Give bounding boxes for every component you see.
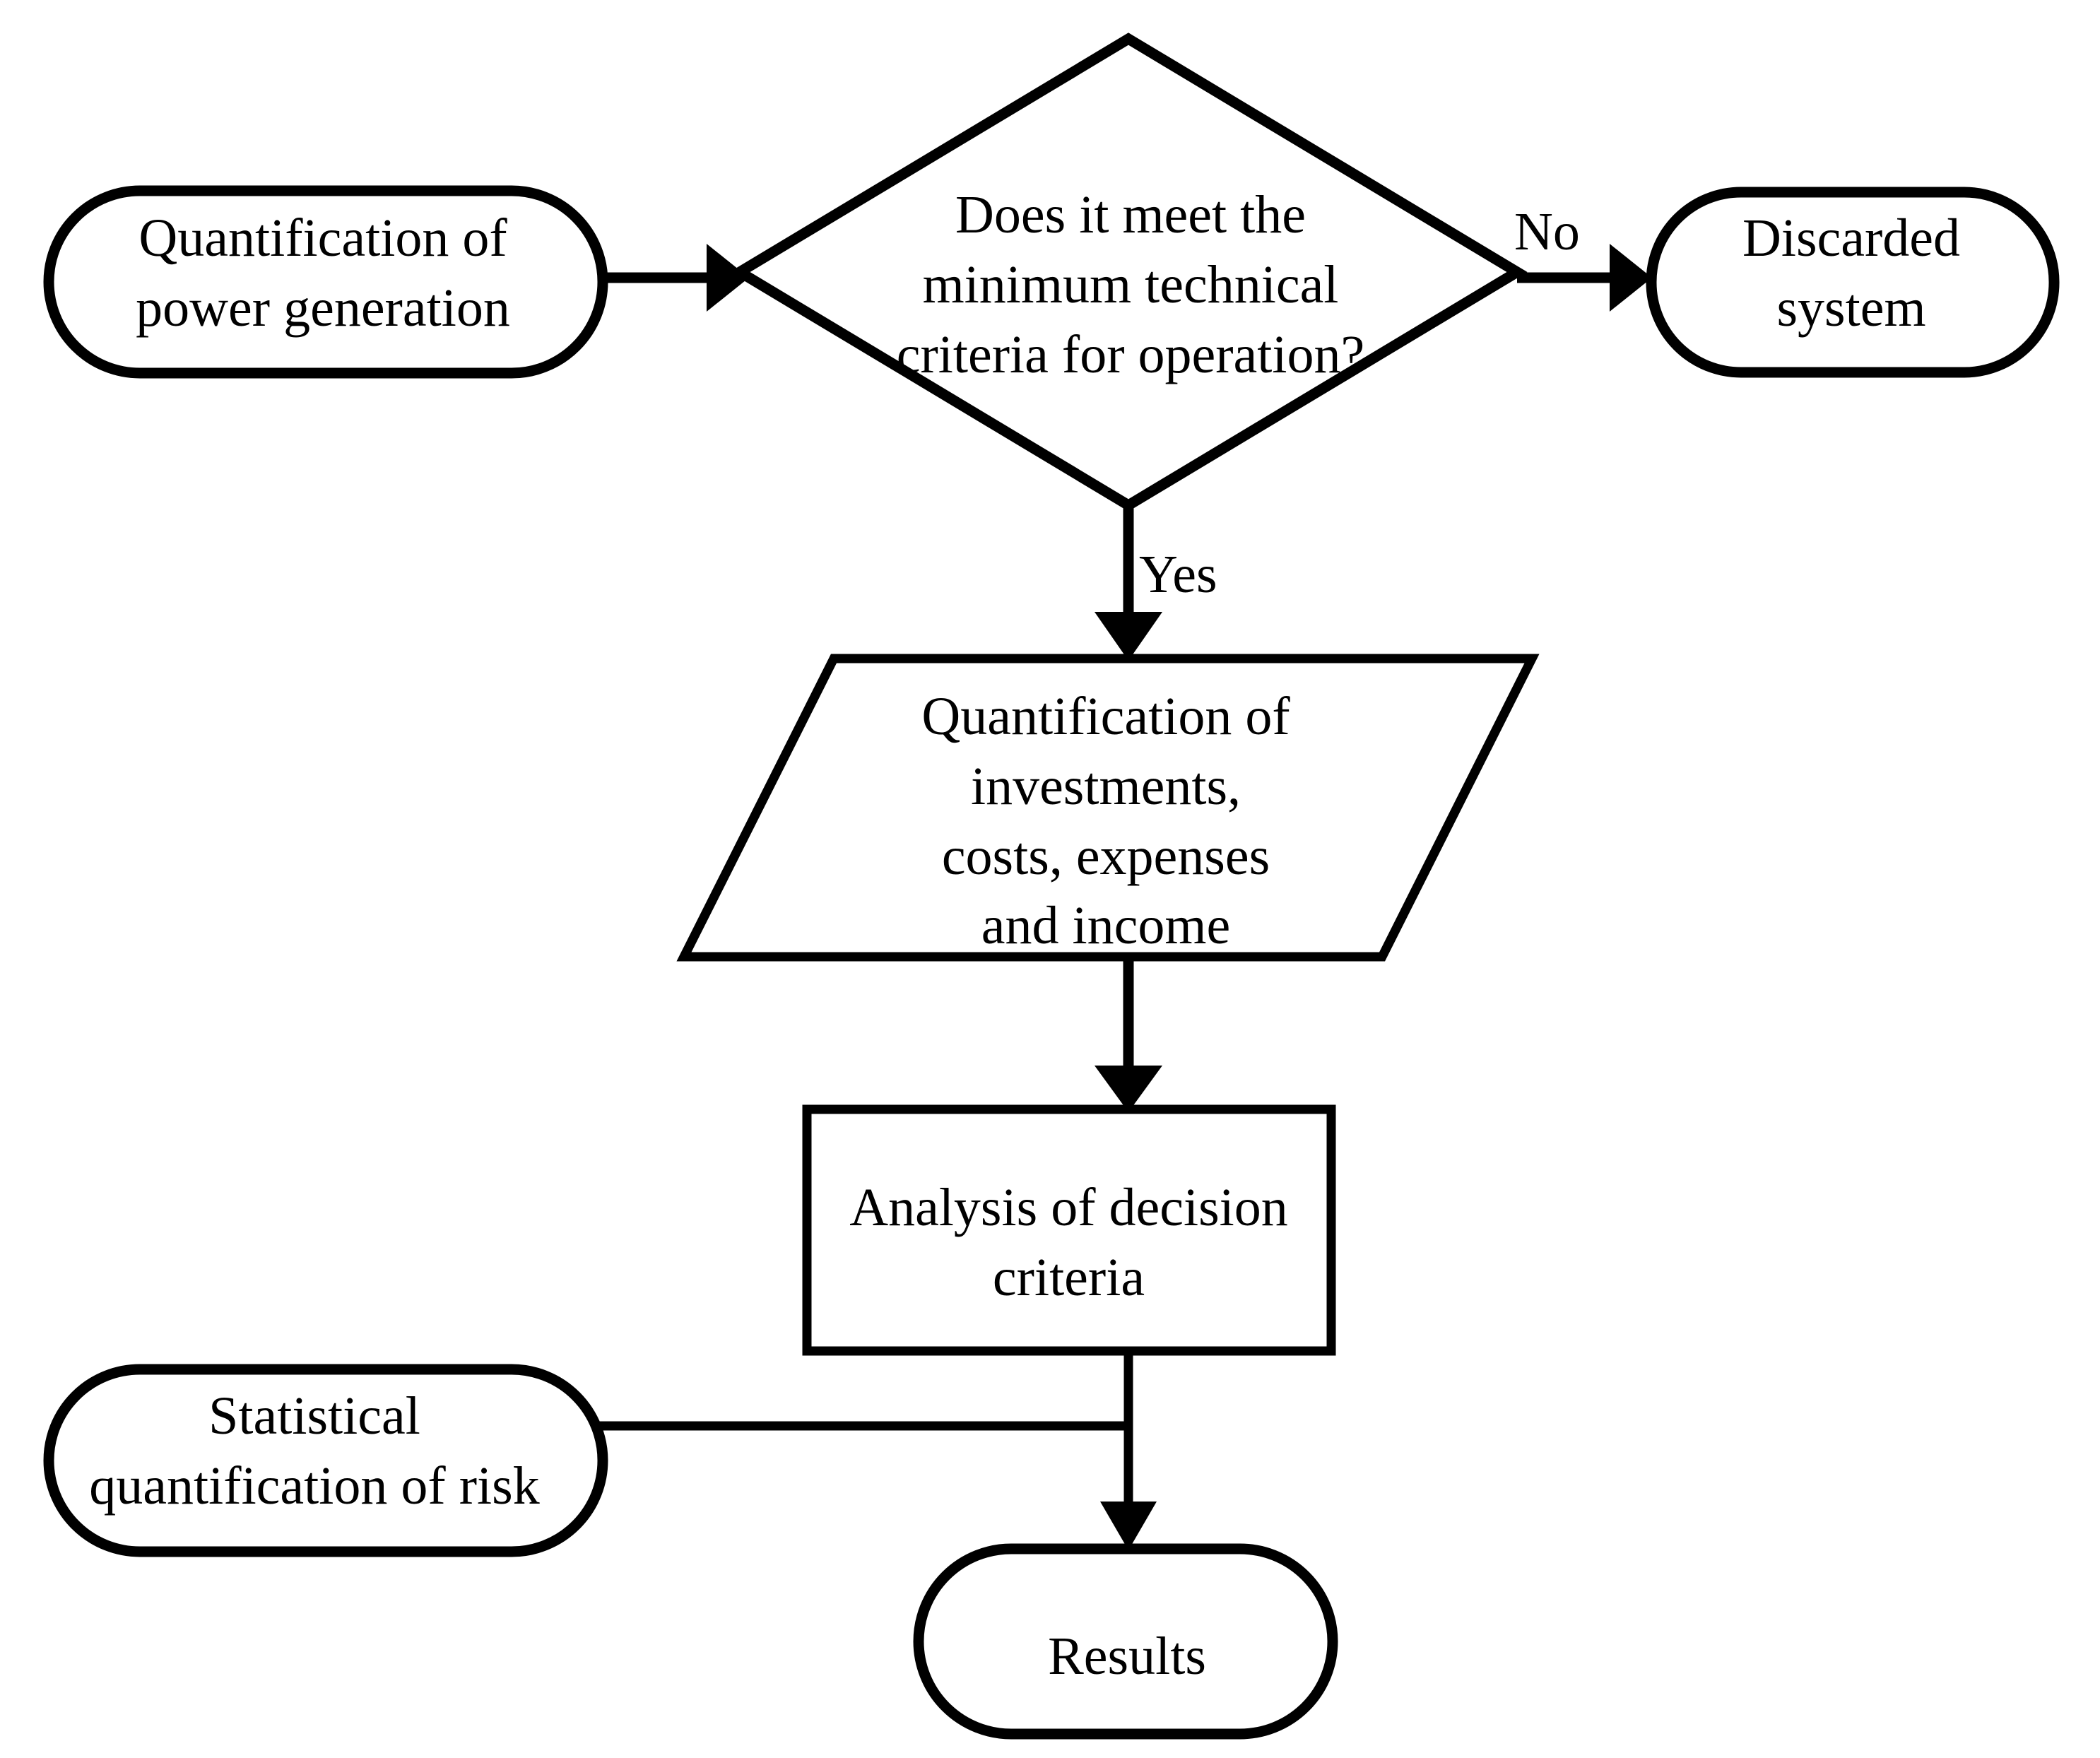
node-shape-power-generation[interactable] <box>43 185 608 379</box>
edge-label-no: No <box>1514 202 1580 261</box>
arrowhead-costs-to-analysis <box>1095 1066 1162 1112</box>
node-shape-discarded-system[interactable] <box>1646 187 2060 378</box>
arrowhead-decision-to-costs <box>1095 612 1162 661</box>
node-shape-statistical-risk[interactable] <box>43 1364 608 1557</box>
arrowhead-analysis-to-results <box>1100 1502 1157 1550</box>
node-shape-results[interactable] <box>913 1543 1338 1740</box>
arrowhead-power-to-decision <box>707 244 749 312</box>
node-shape-decision-technical-criteria[interactable] <box>729 33 1528 512</box>
node-shape-quantification-costs[interactable] <box>676 654 1540 962</box>
arrowhead-decision-to-discarded <box>1610 244 1652 312</box>
edge-label-yes: Yes <box>1139 545 1217 604</box>
node-shape-analysis-decision-criteria[interactable] <box>802 1104 1336 1356</box>
